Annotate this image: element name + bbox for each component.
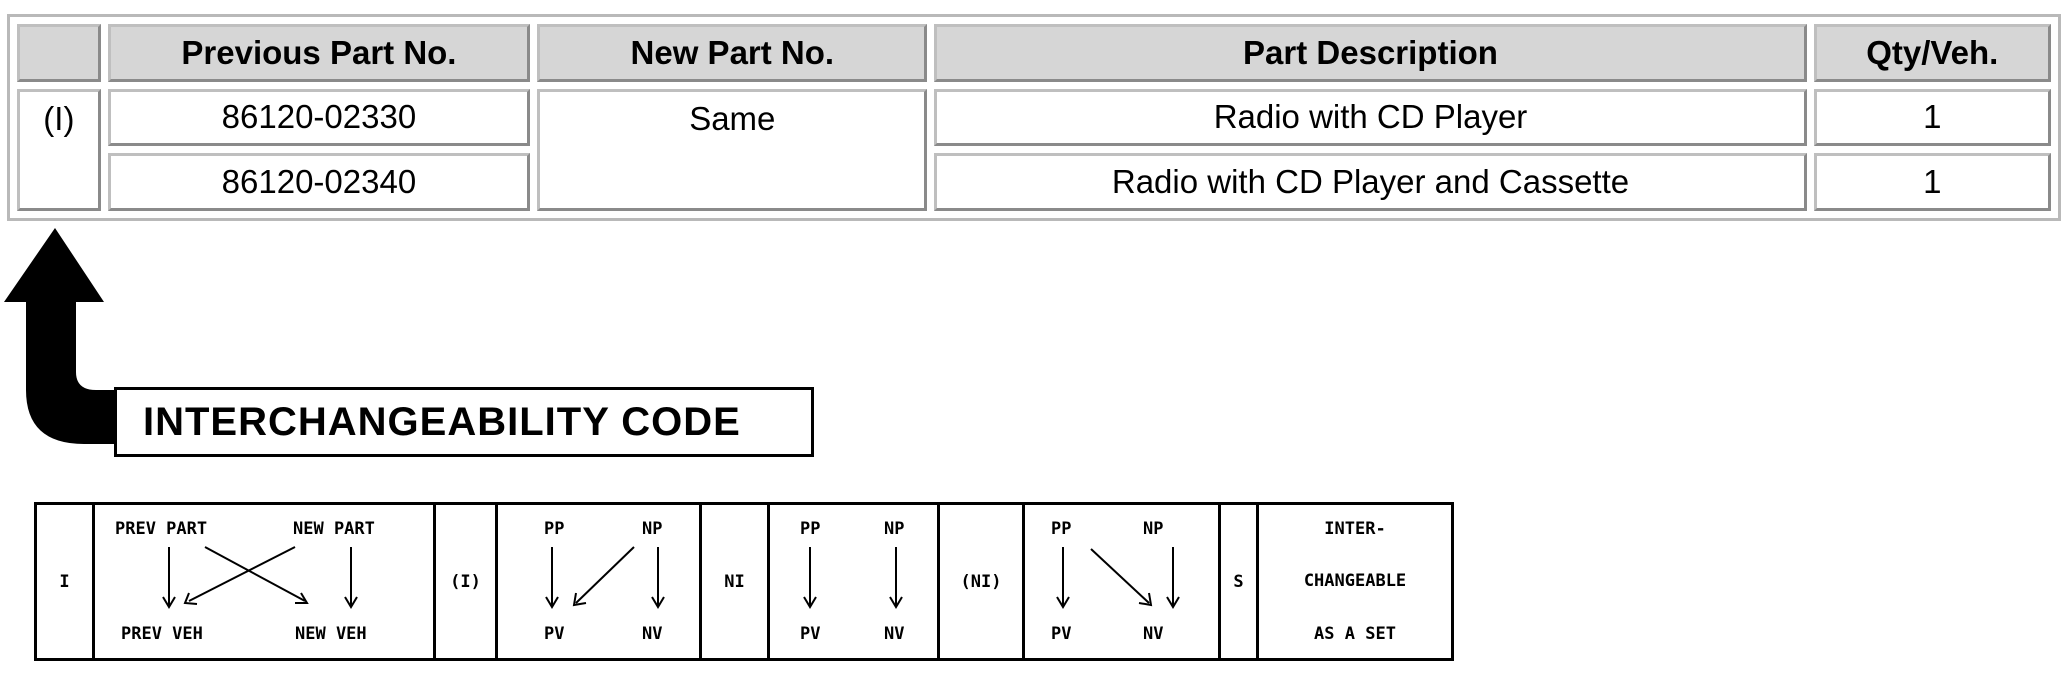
legend-code-label: (NI) bbox=[960, 571, 1002, 592]
table-header-row: Previous Part No. New Part No. Part Desc… bbox=[17, 24, 2051, 82]
new-part-cell: Same bbox=[537, 88, 928, 211]
legend-pp: PP bbox=[800, 519, 821, 539]
part-description-cell: Radio with CD Player and Cassette bbox=[934, 153, 1807, 211]
previous-part-cell: 86120-02330 bbox=[107, 88, 531, 147]
legend-code-label: NI bbox=[724, 571, 745, 592]
interchangeability-code-cell: (I) bbox=[17, 88, 101, 211]
legend-code-ni: NI bbox=[702, 505, 770, 658]
header-new-part: New Part No. bbox=[537, 24, 928, 82]
legend-diagram-paren-ni: PP NP PV NV bbox=[1025, 505, 1221, 658]
interchangeability-legend: I PREV PART NEW PART PREV VEH NEW VEH (I… bbox=[34, 502, 1454, 661]
legend-code-paren-ni: (NI) bbox=[940, 505, 1025, 658]
arrows-icon bbox=[803, 547, 903, 609]
legend-np: NP bbox=[642, 519, 663, 539]
legend-code-label: I bbox=[59, 571, 70, 592]
legend-code-i: I bbox=[37, 505, 95, 658]
legend-diagram-i: PREV PART NEW PART PREV VEH NEW VEH bbox=[95, 505, 436, 658]
legend-pp: PP bbox=[544, 519, 565, 539]
table-row: 86120-02340 Radio with CD Player and Cas… bbox=[17, 153, 2051, 211]
legend-pv: PV bbox=[800, 624, 821, 644]
legend-new-part: NEW PART bbox=[293, 519, 375, 539]
legend-diagram-paren-i: PP NP PV NV bbox=[498, 505, 702, 658]
legend-new-veh: NEW VEH bbox=[295, 624, 367, 644]
header-code bbox=[17, 24, 101, 82]
legend-code-paren-i: (I) bbox=[436, 505, 498, 658]
legend-pv: PV bbox=[1051, 624, 1072, 644]
header-part-description: Part Description bbox=[934, 24, 1807, 82]
legend-pv: PV bbox=[544, 624, 565, 644]
up-arrow-icon bbox=[4, 228, 116, 444]
cross-arrows-icon bbox=[162, 546, 358, 609]
legend-np: NP bbox=[884, 519, 905, 539]
legend-nv: NV bbox=[642, 624, 663, 644]
legend-diagram-ni: PP NP PV NV bbox=[770, 505, 940, 658]
legend-set-line: AS A SET bbox=[1314, 624, 1396, 644]
previous-part-cell: 86120-02340 bbox=[107, 153, 531, 211]
legend-code-label: (I) bbox=[450, 571, 481, 592]
header-previous-part: Previous Part No. bbox=[107, 24, 531, 82]
legend-np: NP bbox=[1143, 519, 1164, 539]
legend-nv: NV bbox=[1143, 624, 1164, 644]
arrows-icon bbox=[1056, 547, 1180, 609]
legend-nv: NV bbox=[884, 624, 905, 644]
header-qty-veh: Qty/Veh. bbox=[1813, 24, 2051, 82]
legend-pp: PP bbox=[1051, 519, 1072, 539]
legend-set-line: INTER- bbox=[1324, 519, 1386, 539]
legend-interchangeable-set: INTER- CHANGEABLE AS A SET bbox=[1259, 505, 1451, 658]
legend-code-label: S bbox=[1233, 571, 1244, 592]
legend-set-line: CHANGEABLE bbox=[1303, 571, 1407, 591]
legend-code-s: S bbox=[1221, 505, 1259, 658]
interchangeability-code-label: INTERCHANGEABILITY CODE bbox=[114, 387, 814, 457]
legend-prev-part: PREV PART bbox=[115, 519, 208, 539]
table-row: (I) 86120-02330 Same Radio with CD Playe… bbox=[17, 88, 2051, 211]
part-description-cell: Radio with CD Player bbox=[934, 88, 1807, 147]
qty-cell: 1 bbox=[1813, 153, 2051, 211]
arrows-icon bbox=[545, 546, 665, 609]
legend-prev-veh: PREV VEH bbox=[121, 624, 203, 644]
parts-table: Previous Part No. New Part No. Part Desc… bbox=[7, 14, 2061, 221]
qty-cell: 1 bbox=[1813, 88, 2051, 147]
